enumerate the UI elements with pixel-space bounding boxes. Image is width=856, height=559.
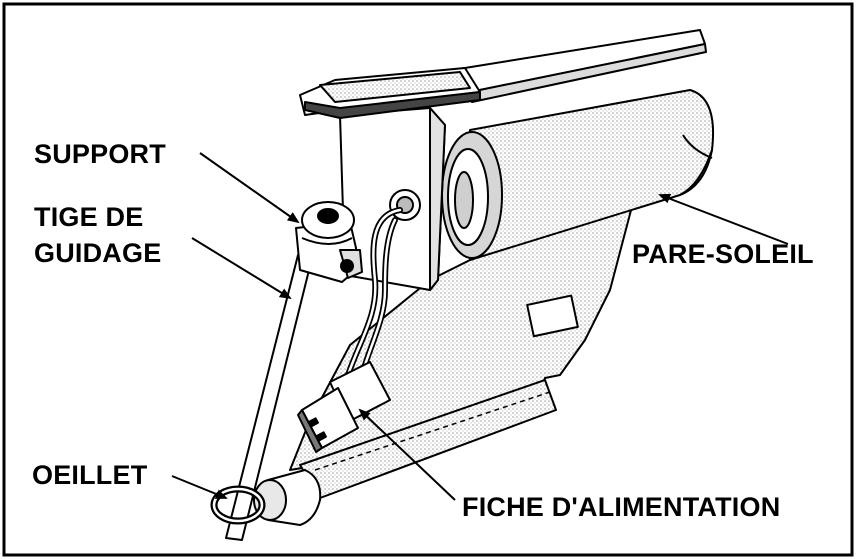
leader-eyelet: [171, 475, 228, 499]
label-fiche: FICHE D'ALIMENTATION: [462, 492, 780, 522]
bottom-roller: [253, 469, 322, 526]
leader-lines: [171, 152, 789, 501]
power-connector: [297, 361, 391, 453]
rod-support: [295, 201, 363, 283]
label-support: SUPPORT: [34, 139, 166, 169]
wire-harness: [345, 207, 403, 378]
leader-support: [199, 152, 300, 224]
leader-guide-rod: [191, 237, 292, 300]
label-tige-line1: TIGE DE: [34, 202, 143, 232]
leader-sunshade: [658, 193, 789, 245]
mounting-bracket: [299, 67, 481, 291]
leader-connector: [358, 408, 456, 501]
roll-tube: [441, 89, 714, 261]
label-oeillet: OEILLET: [32, 460, 148, 490]
label-tige-line2: GUIDAGE: [34, 238, 161, 268]
eyelet-ring: [210, 485, 266, 525]
label-pare-soleil: PARE-SOLEIL: [632, 239, 814, 269]
